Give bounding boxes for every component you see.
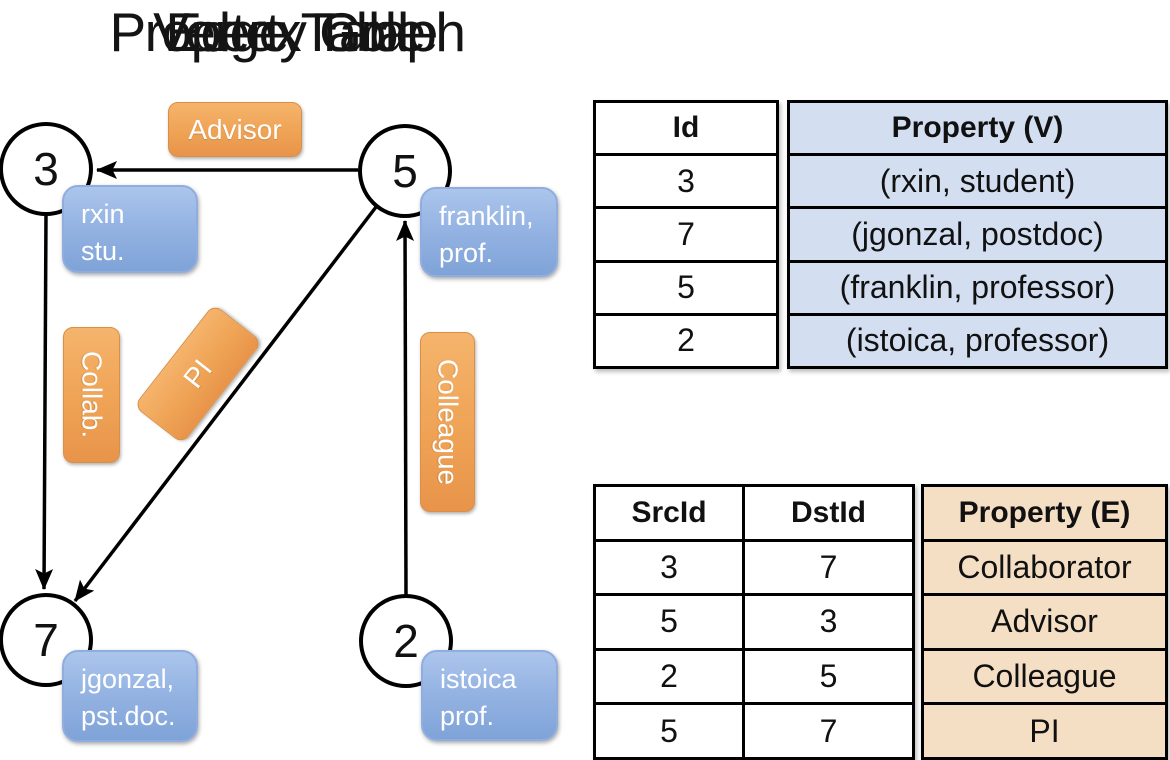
edge-colleague-arrow	[396, 220, 415, 597]
vertex-table-id-2: 5	[596, 263, 776, 316]
edge-table-property-0: Collaborator	[924, 542, 1165, 597]
vertex-node-7-id: 7	[33, 614, 59, 666]
vertex-table-property-3: (istoica, professor)	[845, 322, 1110, 359]
edge-table-src-1: 5	[596, 596, 742, 651]
edge-label-collab: Collab.	[63, 327, 120, 463]
vertex-node-2-id: 2	[393, 615, 419, 667]
vertex-table-property-1: (jgonzal, postdoc)	[790, 209, 1165, 263]
edge-table-dst-0: 7	[745, 542, 912, 597]
edge-table-property-3: PI	[1029, 712, 1060, 749]
edge-table-dst-1: 3	[745, 596, 912, 651]
edge-label-colleague: Colleague	[420, 332, 475, 512]
vertex-table-property-column: Property (V) (rxin, student) (jgonzal, p…	[787, 100, 1168, 369]
vertex-prop-box-2-line1: istoica	[440, 664, 517, 694]
vertex-table-property-2: (franklin, professor)	[790, 263, 1165, 316]
edge-label-pi-text: PI	[177, 353, 218, 394]
edge-table-dst-2: 5	[745, 651, 912, 706]
vertex-prop-box-3-line2: stu.	[81, 236, 125, 267]
edge-table-property-column: Property (E) Collaborator Advisor Collea…	[921, 484, 1168, 760]
vertex-prop-box-3-line1: rxin	[81, 199, 125, 229]
edge-label-advisor: Advisor	[168, 102, 302, 157]
edge-table-header-property: Property (E)	[924, 487, 1165, 542]
vertex-prop-box-5: franklin, prof.	[420, 187, 558, 277]
vertex-node-3-id: 3	[33, 143, 59, 195]
edge-collab-arrow	[35, 213, 54, 590]
vertex-table-title: Vertex Table	[153, 1, 438, 63]
edge-table-src-column: SrcId 3 5 2 5	[596, 487, 745, 757]
edge-table-property-2: Colleague	[924, 651, 1165, 706]
edge-label-colleague-text: Colleague	[432, 358, 464, 486]
vertex-table-id-0: 3	[596, 156, 776, 210]
edge-table-title: Edge Table	[165, 1, 426, 63]
edge-table-src-3: 5	[660, 712, 678, 749]
vertex-prop-box-2: istoica prof.	[421, 650, 558, 741]
vertex-prop-box-5-line2: prof.	[439, 238, 494, 269]
edge-table-header-dst: DstId	[745, 487, 912, 542]
edge-table-dst-3: 7	[819, 712, 838, 749]
vertex-prop-box-7-line1: jgonzal,	[81, 664, 175, 694]
edge-label-advisor-text: Advisor	[188, 113, 282, 145]
vertex-prop-box-2-line2: prof.	[440, 701, 495, 732]
edge-table-header-src: SrcId	[596, 487, 742, 542]
property-graph-title: Property Graph	[109, 1, 466, 63]
edge-table-src-2: 2	[596, 651, 742, 706]
edge-table-id-columns: SrcId 3 5 2 5 DstId 7 3 5 7	[593, 484, 915, 760]
edge-label-collab-text: Collab.	[76, 351, 108, 439]
edge-table-src-0: 3	[596, 542, 742, 597]
vertex-table-id-1: 7	[596, 209, 776, 263]
vertex-prop-box-3: rxin stu.	[62, 185, 198, 273]
vertex-node-5-id: 5	[392, 145, 418, 197]
edge-table-dst-column: DstId 7 3 5 7	[745, 487, 912, 757]
vertex-prop-box-5-line1: franklin,	[439, 201, 534, 231]
vertex-table-header-property: Property (V)	[790, 103, 1165, 157]
edge-label-pi: PI	[133, 303, 263, 445]
vertex-table-id-column: Id 3 7 5 2	[593, 100, 779, 369]
vertex-table-header-id: Id	[596, 103, 776, 157]
vertex-table-id-3: 2	[677, 322, 695, 359]
vertex-prop-box-7-line2: pst.doc.	[81, 701, 176, 732]
vertex-prop-box-7: jgonzal, pst.doc.	[62, 650, 198, 742]
edge-table-property-1: Advisor	[924, 596, 1165, 651]
vertex-table-property-0: (rxin, student)	[790, 156, 1165, 210]
